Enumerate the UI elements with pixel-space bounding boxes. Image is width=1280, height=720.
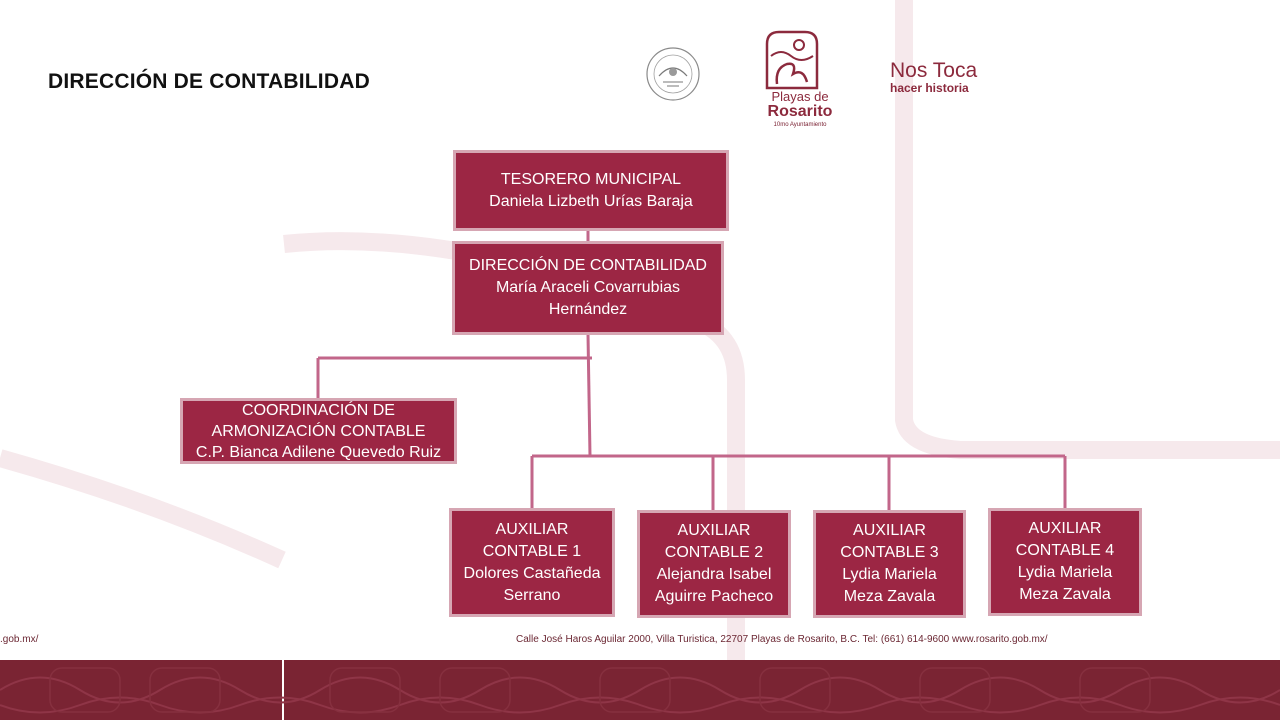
connector-direction-trunk (586, 333, 592, 457)
node-name-line1: María Araceli Covarrubias (495, 279, 681, 296)
node-title-line1: AUXILIAR (1028, 520, 1102, 537)
node-title-line1: COORDINACIÓN DE (242, 401, 395, 419)
node-title-line1: AUXILIAR (853, 522, 926, 539)
node-title-line1: AUXILIAR (677, 522, 751, 539)
municipal-seal-icon (646, 47, 700, 101)
org-node-treasurer: TESORERO MUNICIPAL Daniela Lizbeth Urías… (453, 150, 729, 231)
org-node-auxiliary-1: AUXILIAR CONTABLE 1 Dolores Castañeda Se… (449, 508, 615, 617)
node-name: C.P. Bianca Adilene Quevedo Ruiz (195, 443, 442, 461)
node-name-line2: Meza Zavala (843, 588, 936, 605)
node-name-line1: Lydia Mariela (842, 566, 937, 583)
rosarito-logo-icon (765, 30, 819, 90)
footer-url-fragment: .gob.mx/ (0, 634, 39, 645)
node-name-line1: Lydia Mariela (1017, 564, 1113, 581)
node-name-line1: Dolores Castañeda (463, 564, 601, 582)
node-title-line2: ARMONIZACIÓN CONTABLE (211, 422, 426, 440)
node-name-line2: Hernández (548, 301, 628, 318)
node-title-line1: AUXILIAR (495, 520, 569, 538)
node-title: TESORERO MUNICIPAL (500, 170, 682, 188)
node-title-line2: CONTABLE 3 (840, 544, 939, 561)
page-title: DIRECCIÓN DE CONTABILIDAD (48, 70, 370, 93)
slogan-line2: hacer historia (890, 81, 969, 95)
slogan-line1: Nos Toca (890, 59, 978, 82)
org-node-auxiliary-2: AUXILIAR CONTABLE 2 Alejandra Isabel Agu… (637, 510, 791, 618)
slogan: Nos Toca hacer historia (890, 60, 977, 94)
org-node-auxiliary-4: AUXILIAR CONTABLE 4 Lydia Mariela Meza Z… (988, 508, 1142, 616)
municipality-name-line2: Rosarito (767, 103, 833, 120)
node-name-line1: Alejandra Isabel (656, 566, 772, 583)
node-title-line2: CONTABLE 2 (664, 544, 764, 561)
footer-pattern-band (0, 660, 1280, 720)
org-node-direction: DIRECCIÓN DE CONTABILIDAD María Araceli … (452, 241, 724, 335)
org-node-coordination: COORDINACIÓN DE ARMONIZACIÓN CONTABLE C.… (180, 398, 457, 464)
node-name-line2: Serrano (503, 586, 561, 604)
node-title-line2: CONTABLE 1 (482, 542, 582, 560)
footer-address: Calle José Haros Aguilar 2000, Villa Tur… (516, 634, 1048, 645)
header-logos: Playas de Rosarito 10mo Ayuntamiento Nos… (640, 28, 1000, 128)
municipality-name-line3: 10mo Ayuntamiento (773, 122, 827, 128)
municipality-wordmark: Playas de Rosarito 10mo Ayuntamiento (750, 90, 850, 128)
node-name-line2: Aguirre Pacheco (654, 588, 774, 605)
org-node-auxiliary-3: AUXILIAR CONTABLE 3 Lydia Mariela Meza Z… (813, 510, 966, 618)
node-title: DIRECCIÓN DE CONTABILIDAD (469, 257, 707, 274)
node-title-line2: CONTABLE 4 (1015, 542, 1115, 559)
node-name-line2: Meza Zavala (1019, 586, 1111, 603)
municipality-name-line1: Playas de (771, 89, 829, 104)
node-name: Daniela Lizbeth Urías Baraja (489, 192, 693, 210)
